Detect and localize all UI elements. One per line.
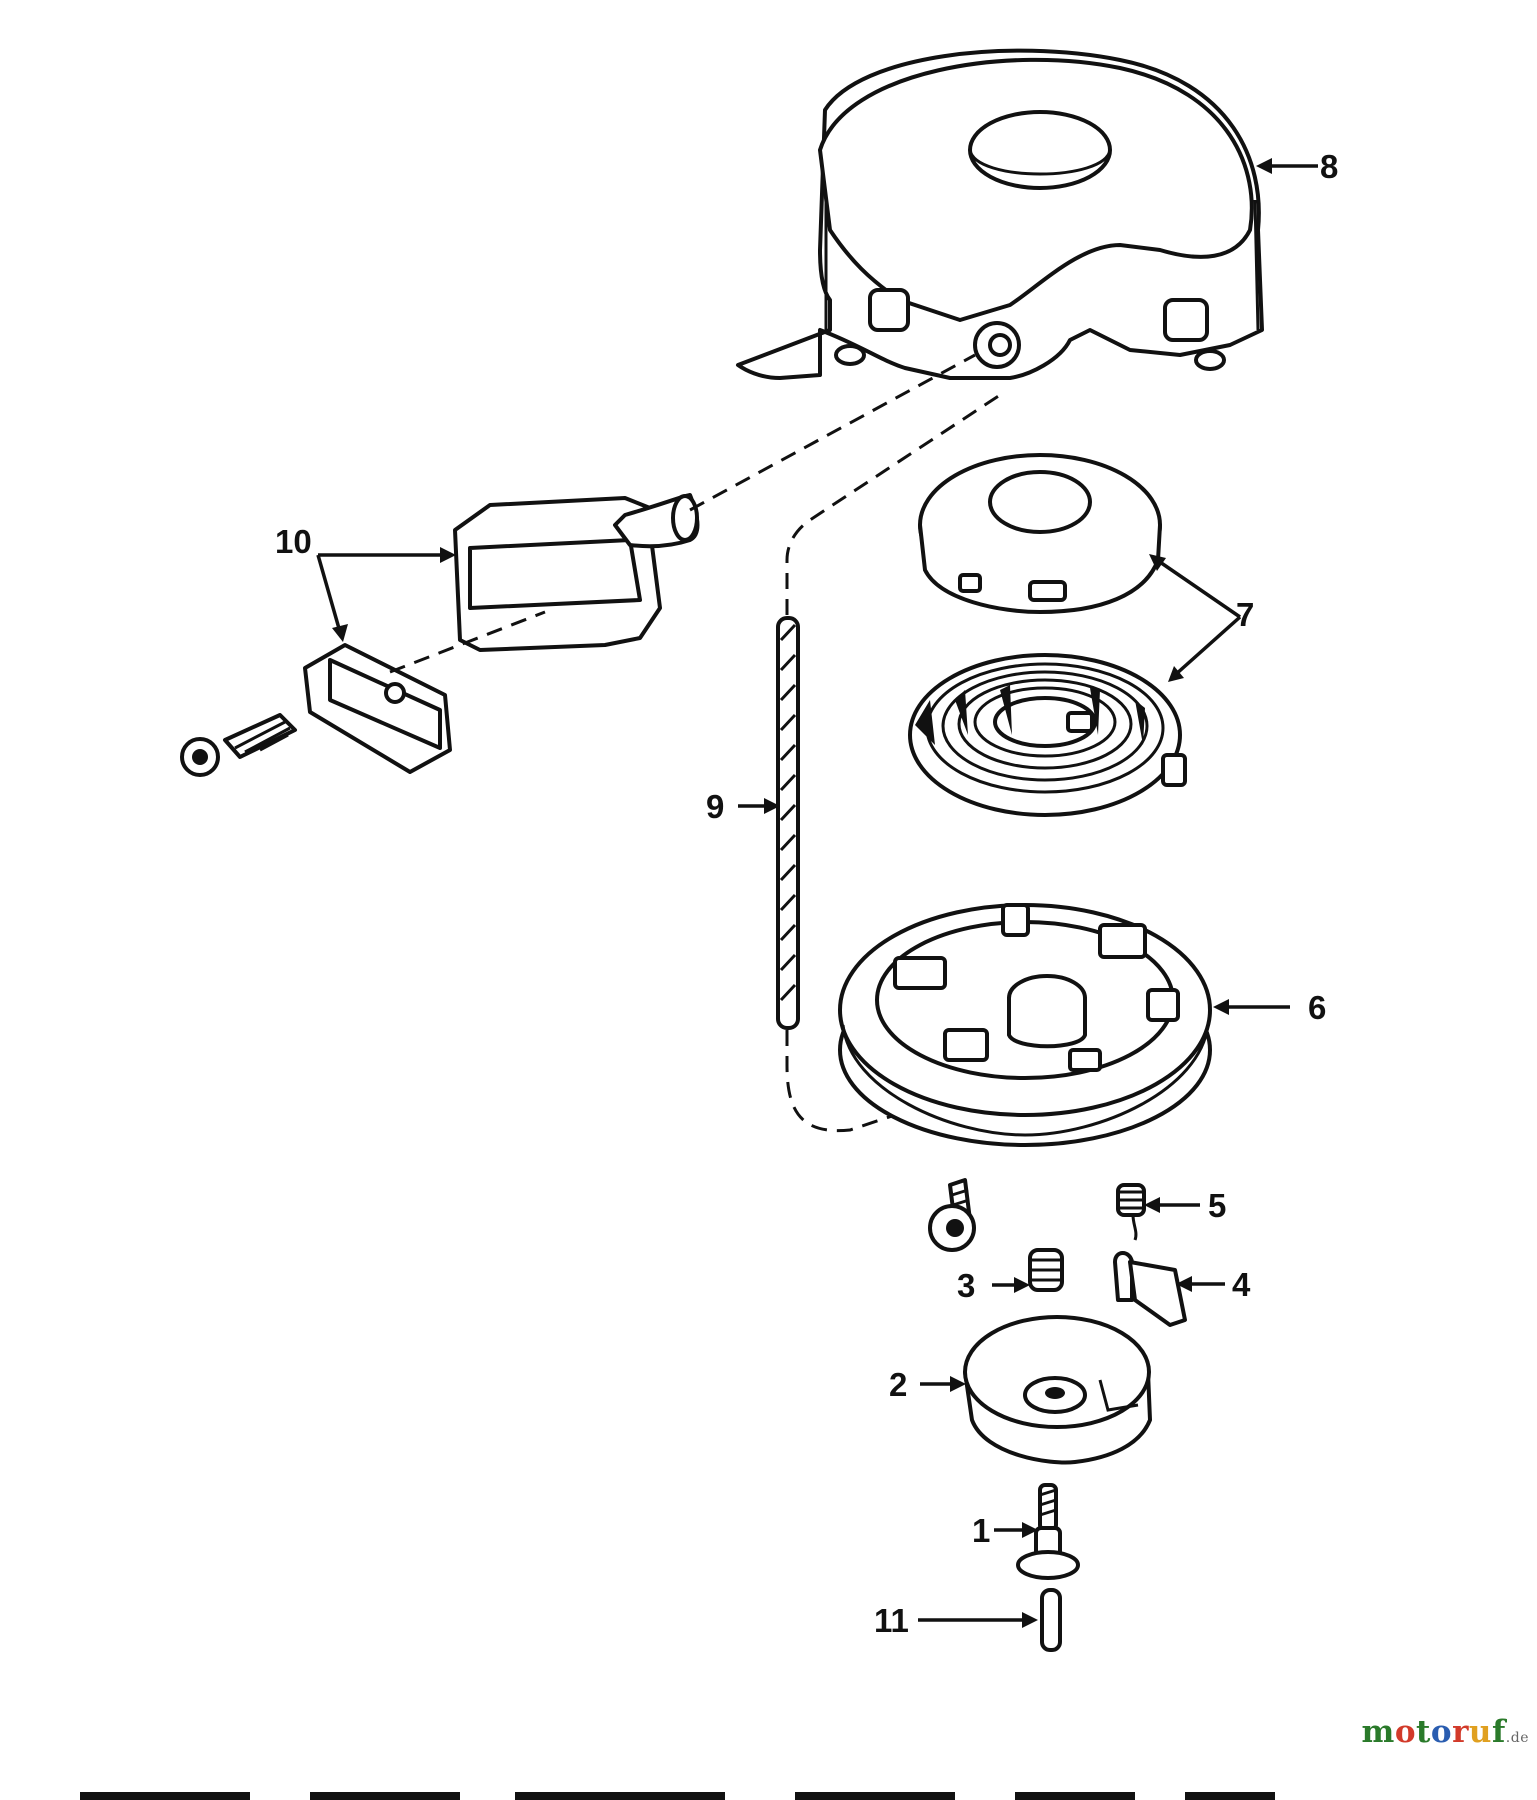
callout-5: 5 bbox=[1208, 1187, 1226, 1224]
pawl bbox=[1113, 1251, 1187, 1327]
watermark-letter: r bbox=[1452, 1714, 1469, 1750]
pawl-spring bbox=[1116, 1183, 1146, 1241]
handle-insert bbox=[303, 643, 452, 774]
leader-5 bbox=[1144, 1197, 1200, 1213]
watermark-logo: motoruf.de bbox=[1362, 1714, 1529, 1750]
spring-cup bbox=[918, 453, 1162, 614]
watermark-letter: o bbox=[1430, 1714, 1453, 1750]
watermark-letter: o bbox=[1394, 1714, 1417, 1750]
leader-11 bbox=[918, 1612, 1038, 1628]
watermark-letter: u bbox=[1468, 1714, 1492, 1750]
leader-1 bbox=[994, 1522, 1038, 1538]
watermark-letter: f bbox=[1491, 1714, 1506, 1750]
callout-3: 3 bbox=[957, 1267, 975, 1304]
retainer-cup bbox=[963, 1315, 1152, 1465]
starter-rope bbox=[776, 393, 1001, 1133]
callout-8: 8 bbox=[1320, 148, 1338, 185]
center-bolt bbox=[928, 1178, 976, 1252]
cropped-footer-text bbox=[0, 1782, 1537, 1800]
center-screw bbox=[1016, 1483, 1080, 1580]
starter-housing bbox=[736, 48, 1264, 380]
leader-2 bbox=[920, 1376, 966, 1392]
leader-10 bbox=[316, 547, 456, 642]
rope-pulley bbox=[838, 903, 1212, 1147]
callout-6: 6 bbox=[1308, 989, 1326, 1026]
callout-7: 7 bbox=[1236, 596, 1254, 633]
watermark-letter: m bbox=[1361, 1714, 1395, 1750]
brake-spring bbox=[1028, 1248, 1064, 1292]
leader-9 bbox=[738, 798, 780, 814]
leader-3 bbox=[992, 1277, 1030, 1293]
leader-6 bbox=[1213, 999, 1290, 1015]
leader-7 bbox=[1149, 554, 1242, 682]
pin bbox=[1040, 1588, 1062, 1652]
callout-10: 10 bbox=[275, 523, 312, 560]
callout-1: 1 bbox=[972, 1512, 990, 1549]
leader-4 bbox=[1176, 1276, 1225, 1292]
watermark-suffix: .de bbox=[1505, 1730, 1529, 1746]
callout-11: 11 bbox=[874, 1602, 909, 1639]
callout-4: 4 bbox=[1232, 1266, 1251, 1303]
callout-2: 2 bbox=[889, 1366, 907, 1403]
leader-8 bbox=[1256, 158, 1318, 174]
recoil-spring bbox=[908, 653, 1187, 817]
handle-screw bbox=[180, 713, 297, 777]
callout-9: 9 bbox=[706, 788, 724, 825]
starter-handle bbox=[453, 493, 700, 652]
watermark-letter: t bbox=[1416, 1714, 1431, 1750]
